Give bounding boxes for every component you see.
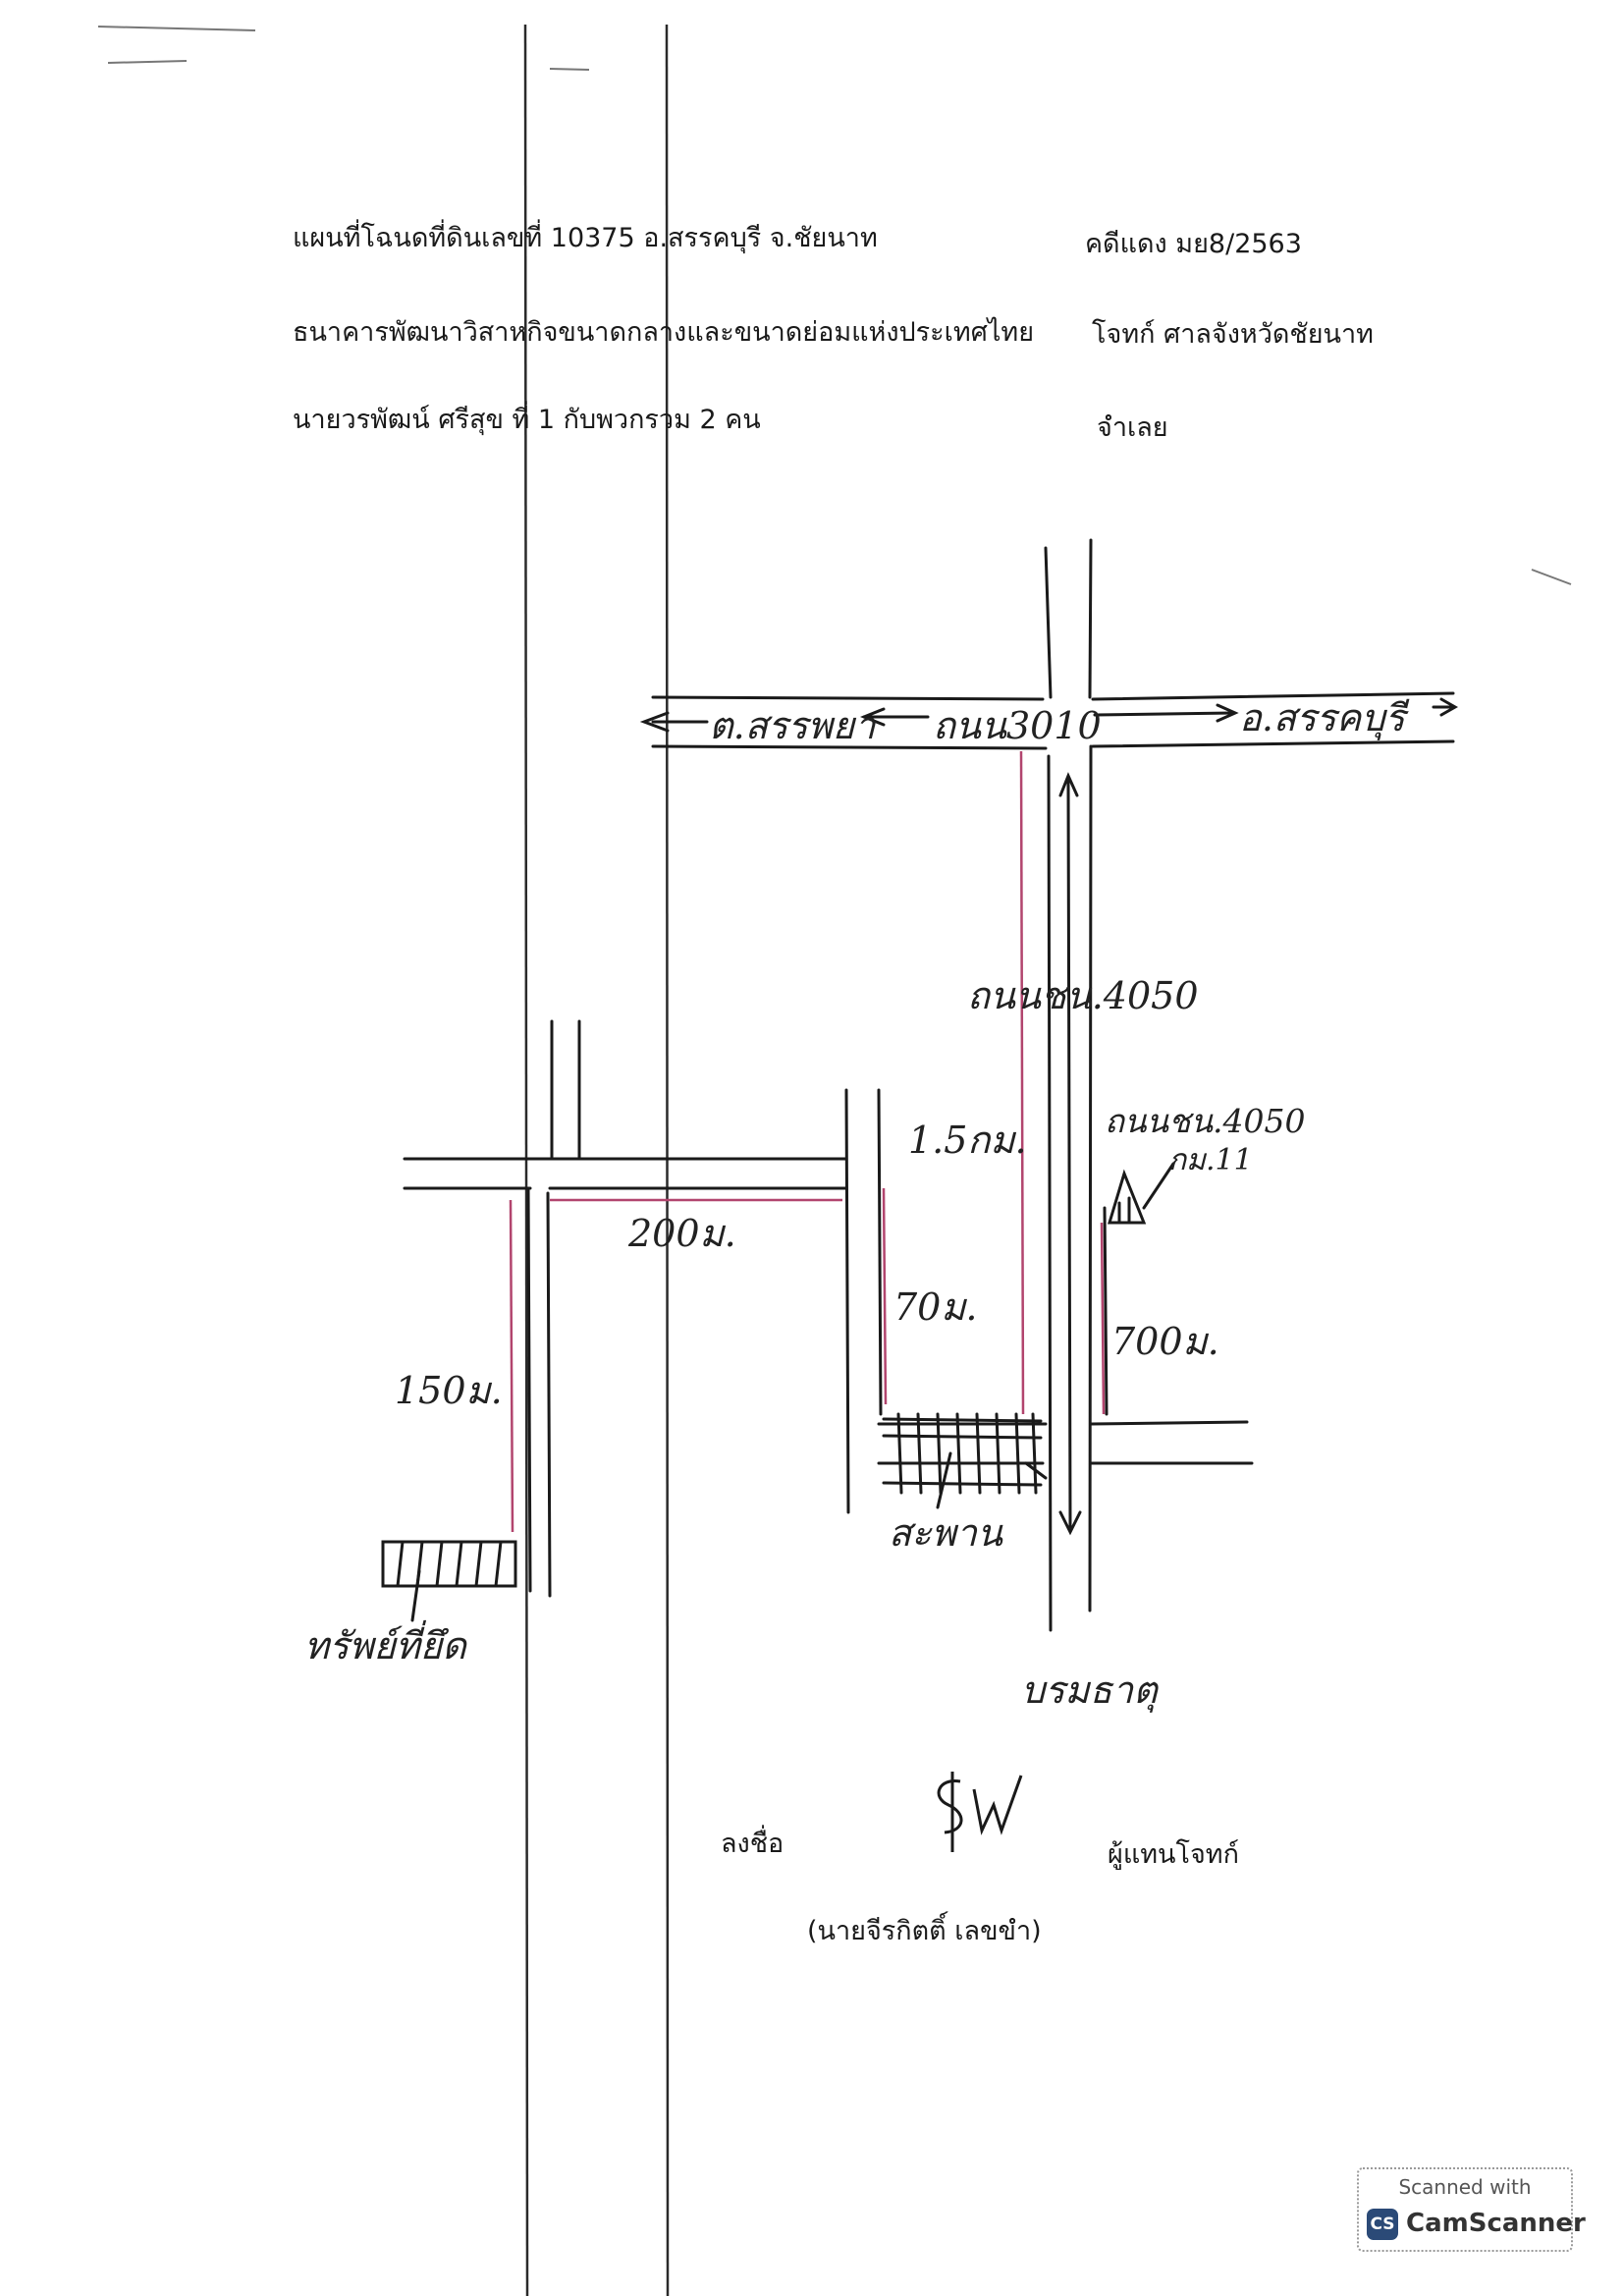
map-label-km-marker: กม.11 (1168, 1143, 1253, 1177)
scanned-with-text: Scanned with (1398, 2175, 1532, 2199)
map-label-east: อ.สรรคบุรี (1239, 696, 1405, 739)
parcel-outline (509, 750, 1106, 1533)
map-label-distance-150m: 150ม. (395, 1369, 503, 1412)
map-label-distance-70m: 70ม. (893, 1285, 978, 1329)
plaintiff-role: โจทก์ ศาลจังหวัดชัยนาท (1092, 319, 1374, 350)
map-label-west: ต.สรรพยา (709, 704, 876, 747)
case-number: คดีแดง มย8/2563 (1085, 229, 1302, 259)
map-label-south: บรมธาตุ (1021, 1668, 1158, 1712)
camscanner-name: CamScanner (1406, 2209, 1586, 2238)
plaintiff-name: ธนาคารพัฒนาวิสาหกิจขนาดกลางและขนาดย่อมแห… (293, 317, 1035, 348)
defendant-name: นายวรพัฒน์ ศรีสุข ที่ 1 กับพวกรวม 2 คน (293, 405, 761, 435)
deed-title: แผนที่โฉนดที่ดินเลขที่ 10375 อ.สรรคบุรี … (293, 223, 878, 253)
defendant-role: จำเลย (1097, 412, 1168, 443)
road-lines (381, 538, 1459, 1632)
signer-name: (นายจีรกิตติ์ เลขขำ) (807, 1916, 1042, 1946)
camscanner-badge: Scanned with CS CamScanner (1357, 2167, 1586, 2252)
map-label-seized-property: ทรัพย์ที่ยึด (304, 1624, 466, 1667)
signature-mark (937, 1772, 1023, 1852)
scan-marks (97, 26, 1572, 585)
signer-role: ผู้แทนโจทก์ (1108, 1839, 1239, 1870)
map-label-distance-700m: 700ม. (1111, 1320, 1219, 1363)
map-label-road-3010: ถนน3010 (933, 704, 1102, 747)
map-label-bridge: สะพาน (889, 1511, 1002, 1555)
map-label-road-4050-marker: ถนนชน.4050 (1105, 1102, 1306, 1140)
map-label-distance-200m: 200ม. (628, 1212, 736, 1255)
camscanner-logo-icon: CS (1367, 2209, 1398, 2240)
map-label-distance-1-5km: 1.5กม. (908, 1119, 1027, 1162)
map-label-road-4050-main: ถนนชน.4050 (967, 974, 1199, 1017)
sign-label: ลงชื่อ (721, 1829, 784, 1859)
